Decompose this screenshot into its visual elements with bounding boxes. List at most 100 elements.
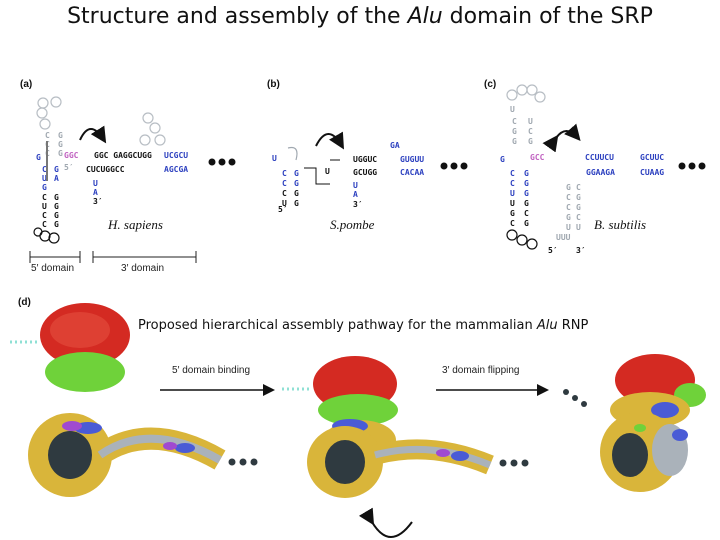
structure-assembled [563, 354, 706, 492]
svg-text:C: C [566, 203, 571, 212]
svg-text:G: G [58, 131, 63, 140]
svg-text:U: U [282, 199, 287, 208]
panel-b-seq-bottom: GCUGG [353, 168, 377, 177]
structure-unbound [10, 303, 258, 497]
svg-text:G: G [500, 155, 505, 164]
svg-text:G: G [54, 211, 59, 220]
svg-text:C: C [510, 169, 515, 178]
svg-text:G: G [524, 169, 529, 178]
panel-a-seq-bottom2: AGCGA [164, 165, 188, 174]
panel-a-3prime-domain-label: 3′ domain [121, 263, 164, 274]
svg-text:G: G [512, 137, 517, 146]
svg-text:UUU: UUU [556, 233, 571, 242]
svg-text:U: U [576, 223, 581, 232]
svg-text:C: C [576, 213, 581, 222]
title-prefix: Structure and assembly of the [67, 4, 408, 29]
caption-suffix: RNP [557, 318, 589, 333]
svg-text:G: G [54, 193, 59, 202]
panel-a-3prime-arm: GGC 5′ GGC GAGGCUGG CUCUGGCC UCGCU AGCGA… [64, 112, 236, 206]
svg-text:G: G [58, 149, 63, 158]
svg-text:C: C [566, 193, 571, 202]
svg-text:U: U [42, 202, 47, 211]
panel-c-end3: 3′ [576, 246, 586, 255]
svg-text:U: U [510, 105, 515, 114]
svg-text:U: U [42, 174, 47, 183]
svg-text:U: U [566, 223, 571, 232]
svg-text:C: C [45, 131, 50, 140]
title-italic: Alu [407, 4, 443, 29]
panel-b-end5: 5′ [278, 205, 288, 214]
svg-text:U: U [325, 167, 330, 176]
title-suffix: domain of the SRP [442, 4, 653, 29]
svg-text:G: G [54, 165, 59, 174]
svg-text:C: C [42, 193, 47, 202]
svg-text:G: G [524, 179, 529, 188]
svg-text:G: G [54, 220, 59, 229]
panel-a-seq-top2: UCGCU [164, 151, 188, 160]
svg-text:G: G [524, 219, 529, 228]
svg-text:G: G [294, 169, 299, 178]
svg-text:G: G [294, 189, 299, 198]
caption-prefix: Proposed hierarchical assembly pathway f… [138, 318, 537, 333]
svg-text:C: C [282, 169, 287, 178]
svg-text:U: U [93, 179, 98, 188]
svg-text:G: G [576, 203, 581, 212]
svg-text:U: U [272, 154, 277, 163]
panel-c-seq-bottom: GGAAGA [586, 168, 615, 177]
svg-text:C: C [282, 189, 287, 198]
svg-text:C: C [42, 211, 47, 220]
panel-a-letter: (a) [20, 79, 32, 90]
panel-b-seq-top2: GUGUU [400, 155, 424, 164]
svg-text:C: C [42, 165, 47, 174]
svg-text:A: A [54, 174, 59, 183]
step1-label: 5′ domain binding [172, 365, 250, 376]
svg-text:G: G [576, 193, 581, 202]
panel-c-seq-bottom2: CUAAG [640, 168, 664, 177]
panel-c-seq-top: CCUUCU [585, 153, 614, 162]
svg-text:C: C [512, 117, 517, 126]
panel-b-seq-bottom2: CACAA [400, 168, 424, 177]
svg-text:U: U [510, 189, 515, 198]
panel-a-seq-top: GGC GAGGCUGG [94, 151, 152, 160]
svg-text:G: G [524, 189, 529, 198]
panel-d: (d) 5′ domain binding [10, 297, 706, 538]
caption-italic: Alu [536, 318, 558, 333]
svg-text:U: U [353, 181, 358, 190]
svg-text:U: U [510, 199, 515, 208]
flip-arrow-icon [358, 507, 413, 538]
svg-text:GCC: GCC [530, 153, 545, 162]
svg-text:A: A [93, 188, 98, 197]
panel-a-domain-scale [29, 251, 197, 263]
svg-text:G: G [510, 209, 515, 218]
svg-text:G: G [42, 183, 47, 192]
svg-text:G: G [566, 213, 571, 222]
svg-text:G: G [528, 137, 533, 146]
svg-text:G: G [566, 183, 571, 192]
svg-text:G: G [294, 199, 299, 208]
svg-text:C: C [282, 179, 287, 188]
svg-text:C: C [510, 179, 515, 188]
svg-text:G: G [58, 140, 63, 149]
svg-text:C: C [524, 209, 529, 218]
panel-b: (b) UCC GG CU GG 5′ U UGGUC GCUGG GUGUU … [267, 79, 468, 232]
svg-text:G: G [36, 153, 41, 162]
panel-a-5prime-domain-label: 5′ domain [31, 263, 74, 274]
panel-b-species: S.pombe [330, 217, 375, 232]
panel-d-letter: (d) [18, 297, 31, 308]
svg-text:C: C [528, 127, 533, 136]
panel-c-seq-top2: GCUUC [640, 153, 664, 162]
svg-text:C: C [510, 219, 515, 228]
panel-d-caption: Proposed hierarchical assembly pathway f… [138, 318, 588, 333]
svg-text:GA: GA [390, 141, 400, 150]
svg-text:GGC: GGC [64, 151, 79, 160]
svg-text:C: C [42, 220, 47, 229]
svg-text:G: G [512, 127, 517, 136]
panel-a-end5: 5′ [64, 163, 74, 172]
svg-text:G: G [524, 199, 529, 208]
panel-b-seq-top: UGGUC [353, 155, 377, 164]
panel-c-species: B. subtilis [594, 217, 646, 232]
